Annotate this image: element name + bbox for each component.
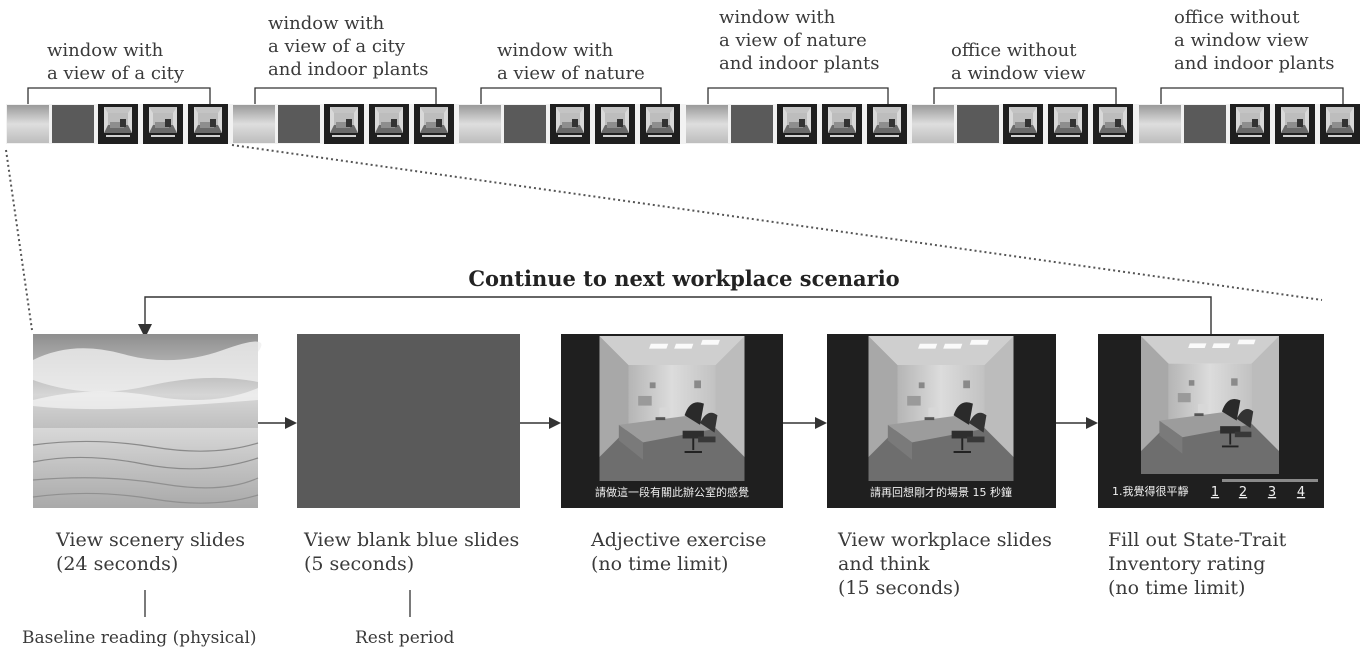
step-line: View workplace slides [838, 529, 1052, 551]
step-line: Adjective exercise [591, 529, 767, 551]
step-line: Inventory rating [1108, 553, 1266, 575]
step-workplace-label: View workplace slides and think (15 seco… [838, 528, 1052, 600]
step-line: (24 seconds) [56, 553, 179, 575]
step-adjective-label: Adjective exercise (no time limit) [591, 528, 766, 576]
arrowhead [1086, 417, 1098, 429]
scenario-line: window with [47, 40, 164, 61]
scenery-slide-image [32, 334, 262, 508]
workplace-caption: 請再回想剛才的場景 15 秒鐘 [870, 485, 1012, 499]
rating-option: 3 [1268, 485, 1276, 500]
baseline-reading-label: Baseline reading (physical) [22, 628, 257, 648]
zoom-lines [5, 144, 1323, 331]
scenario-label-city-plants: window with a view of a city and indoor … [268, 12, 429, 81]
scenario-line: window with [268, 13, 385, 34]
arrowhead [549, 417, 561, 429]
scenario-line: window with [719, 7, 836, 28]
step-scenery-label: View scenery slides (24 seconds) [56, 528, 245, 576]
adjective-caption: 請做這一段有關此辦公室的感覺 [595, 485, 749, 499]
scenario-line: and indoor plants [1174, 53, 1335, 74]
step-line: (15 seconds) [838, 577, 961, 599]
scenario-label-no-window: office without a window view [951, 39, 1086, 85]
step-line: View scenery slides [56, 529, 246, 551]
sub-label-ticks [144, 590, 411, 617]
scenario-line: office without [951, 40, 1077, 61]
scenario-line: office without [1174, 7, 1300, 28]
thumbnail-strip [6, 104, 1360, 144]
adjective-exercise-image [561, 334, 783, 508]
rating-option: 1 [1211, 485, 1219, 500]
step-line: (5 seconds) [304, 553, 415, 575]
blank-slide-image [297, 334, 520, 508]
step-line: Fill out State-Trait [1108, 529, 1287, 551]
step-line: View blank blue slides [304, 529, 520, 551]
scenario-line: and indoor plants [268, 59, 429, 80]
scenario-label-nature-plants: window with a view of nature and indoor … [719, 6, 880, 75]
scenario-line: a view of nature [497, 63, 645, 84]
step-line: (no time limit) [591, 553, 729, 575]
workplace-slide-image [827, 334, 1056, 508]
loop-arrow [144, 296, 1212, 334]
scenario-line: a view of nature [719, 30, 867, 51]
loop-arrowhead [138, 324, 152, 338]
rating-option: 2 [1239, 485, 1247, 500]
loop-title: Continue to next workplace scenario [468, 266, 900, 291]
step-rating-label: Fill out State-Trait Inventory rating (n… [1108, 528, 1286, 600]
arrowhead [285, 417, 297, 429]
rest-period-label: Rest period [355, 628, 455, 648]
rating-slide-image [1098, 334, 1324, 508]
step-line: and think [838, 553, 930, 575]
scenario-label-city: window with a view of a city [47, 39, 184, 85]
scenario-line: a view of a city [268, 36, 406, 57]
step-blank-label: View blank blue slides (5 seconds) [304, 528, 519, 576]
scenario-line: a view of a city [47, 63, 185, 84]
rating-option: 4 [1297, 485, 1305, 500]
step-line: (no time limit) [1108, 577, 1246, 599]
scenario-label-nature: window with a view of nature [497, 39, 645, 85]
scenario-line: and indoor plants [719, 53, 880, 74]
scenario-label-no-window-plants: office without a window view and indoor … [1174, 6, 1335, 75]
arrowhead [815, 417, 827, 429]
scenario-line: a window view [951, 63, 1086, 84]
rating-caption: 1.我覺得很平靜 [1112, 484, 1189, 498]
scenario-line: window with [497, 40, 614, 61]
scenario-line: a window view [1174, 30, 1309, 51]
scenario-brackets [27, 87, 1344, 104]
